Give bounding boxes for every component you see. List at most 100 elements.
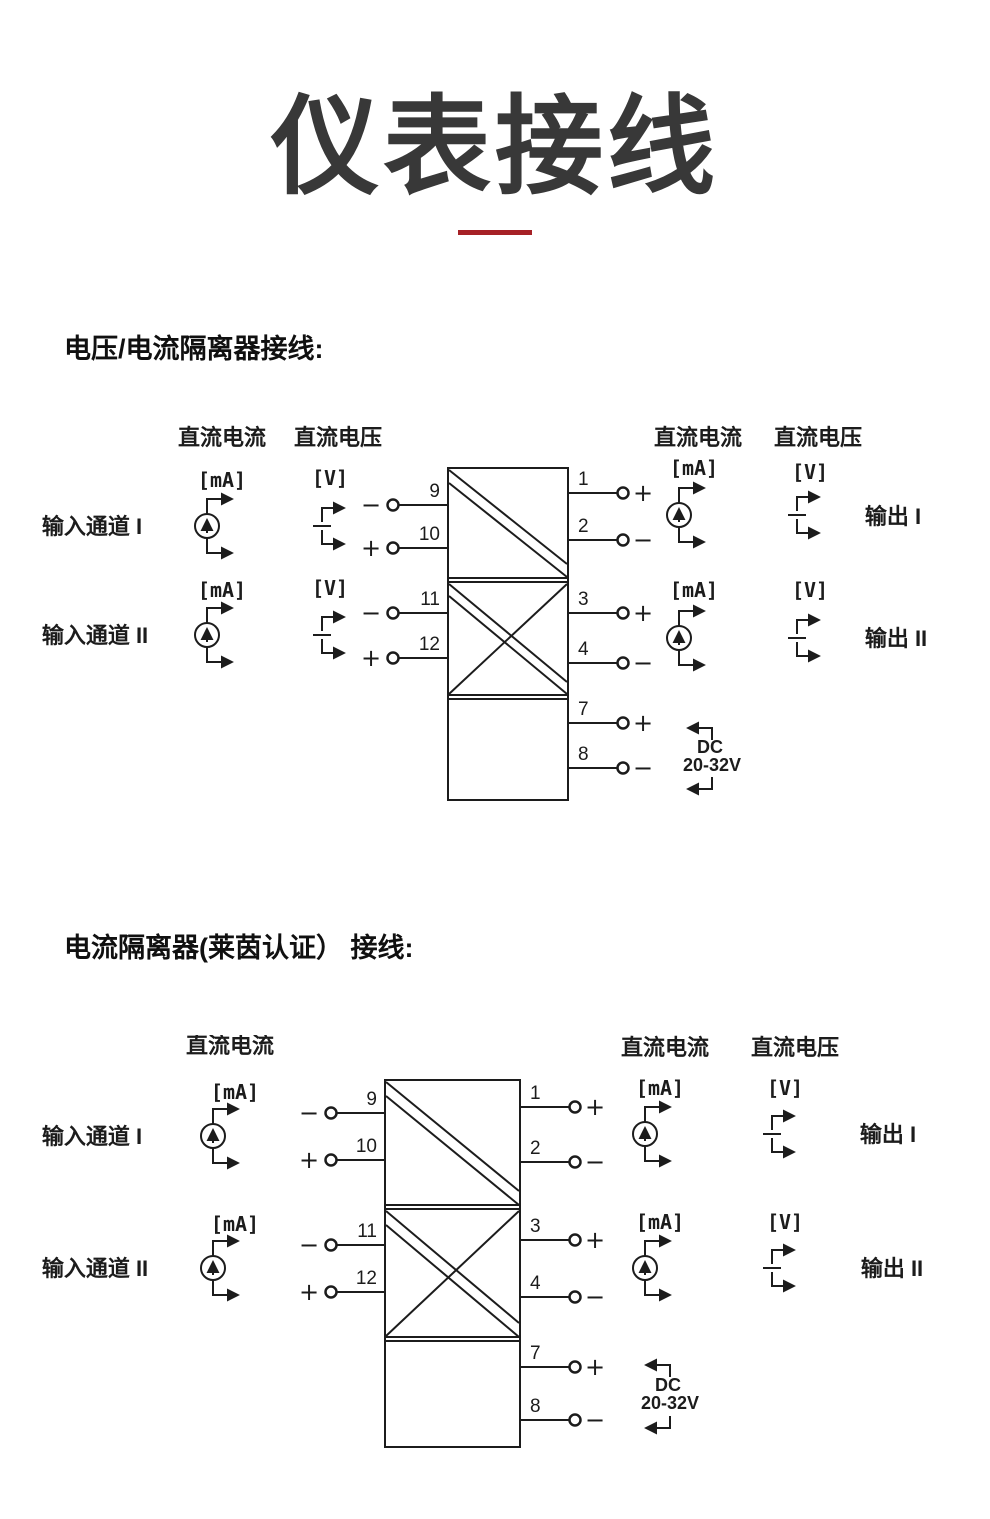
label-v: [V] — [792, 460, 828, 484]
label-dc-current: 直流电流 — [186, 1035, 274, 1058]
label-v: [V] — [792, 578, 828, 602]
current-source-icon — [632, 1234, 672, 1302]
polarity-plus: + — [361, 534, 381, 562]
power-terminal-7: 7 + — [520, 1343, 605, 1381]
label-v: [V] — [767, 1076, 803, 1100]
polarity-plus: + — [299, 1146, 319, 1174]
output-terminal-2: 2 − — [568, 516, 653, 554]
output-2-label: 输出 II — [865, 626, 927, 651]
terminal-number-1: 1 — [530, 1083, 541, 1104]
current-source-icon — [666, 481, 706, 549]
output-terminal-3: 3 + — [520, 1216, 605, 1254]
terminal-number-11: 11 — [420, 589, 440, 610]
polarity-plus: + — [633, 709, 653, 737]
polarity-minus: − — [633, 754, 653, 782]
dc-supply-icon: DC 20-32V — [641, 1358, 699, 1435]
current-source-icon — [200, 1102, 240, 1170]
input-channel-1-label: 输入通道 I — [42, 514, 142, 539]
voltage-source-icon — [313, 610, 346, 660]
output-2-label: 输出 II — [861, 1256, 923, 1281]
output-terminal-4: 4 − — [520, 1273, 605, 1311]
label-ma: [mA] — [198, 578, 246, 602]
label-v: [V] — [312, 576, 348, 600]
isolator-box — [384, 1079, 521, 1448]
label-dc-voltage: 直流电压 — [751, 1035, 839, 1060]
terminal-number-7: 7 — [530, 1343, 541, 1364]
voltage-source-icon — [788, 613, 821, 663]
label-ma: [mA] — [211, 1212, 259, 1236]
polarity-plus: + — [585, 1226, 605, 1254]
polarity-plus: + — [633, 479, 653, 507]
input-terminal-12: 12 + — [299, 1268, 385, 1306]
polarity-minus: − — [585, 1148, 605, 1176]
polarity-minus: − — [299, 1231, 319, 1259]
terminal-number-8: 8 — [530, 1396, 541, 1417]
terminal-number-4: 4 — [578, 639, 589, 660]
terminal-number-2: 2 — [530, 1138, 541, 1159]
input-channel-2-label: 输入通道 II — [42, 623, 148, 648]
output-terminal-2: 2 − — [520, 1138, 605, 1176]
input-terminal-9: 9 − — [361, 481, 448, 519]
current-source-icon — [666, 604, 706, 672]
current-source-icon — [632, 1100, 672, 1168]
diagram-voltage-current-isolator: 直流电流 直流电压 直流电流 直流电压 [mA] [V] — [42, 425, 927, 801]
label-ma: [mA] — [636, 1210, 684, 1234]
input-terminal-10: 10 + — [361, 524, 448, 562]
terminal-number-3: 3 — [530, 1216, 541, 1237]
output-terminal-1: 1 + — [520, 1083, 605, 1121]
input-terminal-11: 11 − — [299, 1221, 385, 1259]
terminal-number-2: 2 — [578, 516, 589, 537]
polarity-minus: − — [361, 599, 381, 627]
polarity-minus: − — [585, 1406, 605, 1434]
label-ma: [mA] — [198, 468, 246, 492]
power-terminal-8: 8 − — [568, 744, 653, 782]
output-1-label: 输出 I — [860, 1122, 916, 1147]
polarity-minus: − — [299, 1099, 319, 1127]
power-terminal-7: 7 + — [568, 699, 653, 737]
terminal-number-8: 8 — [578, 744, 589, 765]
terminal-number-9: 9 — [429, 481, 440, 502]
section-1-heading: 电压/电流隔离器接线: — [64, 334, 324, 364]
terminal-number-1: 1 — [578, 469, 589, 490]
polarity-minus: − — [361, 491, 381, 519]
page-title: 仪表接线 — [270, 86, 719, 207]
current-source-icon — [194, 601, 234, 669]
dc-label: DC — [697, 737, 723, 757]
output-terminal-1: 1 + — [568, 469, 653, 507]
label-dc-voltage: 直流电压 — [774, 425, 862, 450]
diagram-current-isolator: 直流电流 直流电流 直流电压 [mA] 输入通道 I 9 — [42, 1035, 923, 1448]
polarity-plus: + — [633, 599, 653, 627]
label-v: [V] — [312, 466, 348, 490]
terminal-number-12: 12 — [419, 634, 440, 655]
label-dc-current: 直流电流 — [621, 1035, 709, 1060]
polarity-minus: − — [585, 1283, 605, 1311]
terminal-number-11: 11 — [357, 1221, 377, 1242]
voltage-source-icon — [313, 501, 346, 551]
input-terminal-11: 11 − — [361, 589, 448, 627]
label-dc-current: 直流电流 — [654, 425, 742, 450]
input-terminal-10: 10 + — [299, 1136, 385, 1174]
terminal-number-12: 12 — [356, 1268, 377, 1289]
output-terminal-4: 4 − — [568, 639, 653, 677]
label-ma: [mA] — [211, 1080, 259, 1104]
polarity-minus: − — [633, 649, 653, 677]
isolator-box — [447, 467, 569, 801]
terminal-number-10: 10 — [356, 1136, 377, 1157]
title-underline-accent — [458, 230, 532, 235]
dc-range-label: 20-32V — [641, 1393, 699, 1413]
terminal-number-4: 4 — [530, 1273, 541, 1294]
input-channel-1-label: 输入通道 I — [42, 1124, 142, 1149]
label-v: [V] — [767, 1210, 803, 1234]
current-source-icon — [194, 492, 234, 560]
dc-range-label: 20-32V — [683, 755, 741, 775]
input-channel-2-label: 输入通道 II — [42, 1256, 148, 1281]
label-dc-current: 直流电流 — [178, 425, 266, 450]
polarity-plus: + — [585, 1093, 605, 1121]
label-ma: [mA] — [636, 1076, 684, 1100]
polarity-plus: + — [585, 1353, 605, 1381]
current-source-icon — [200, 1234, 240, 1302]
polarity-minus: − — [633, 526, 653, 554]
terminal-number-7: 7 — [578, 699, 589, 720]
label-ma: [mA] — [670, 578, 718, 602]
